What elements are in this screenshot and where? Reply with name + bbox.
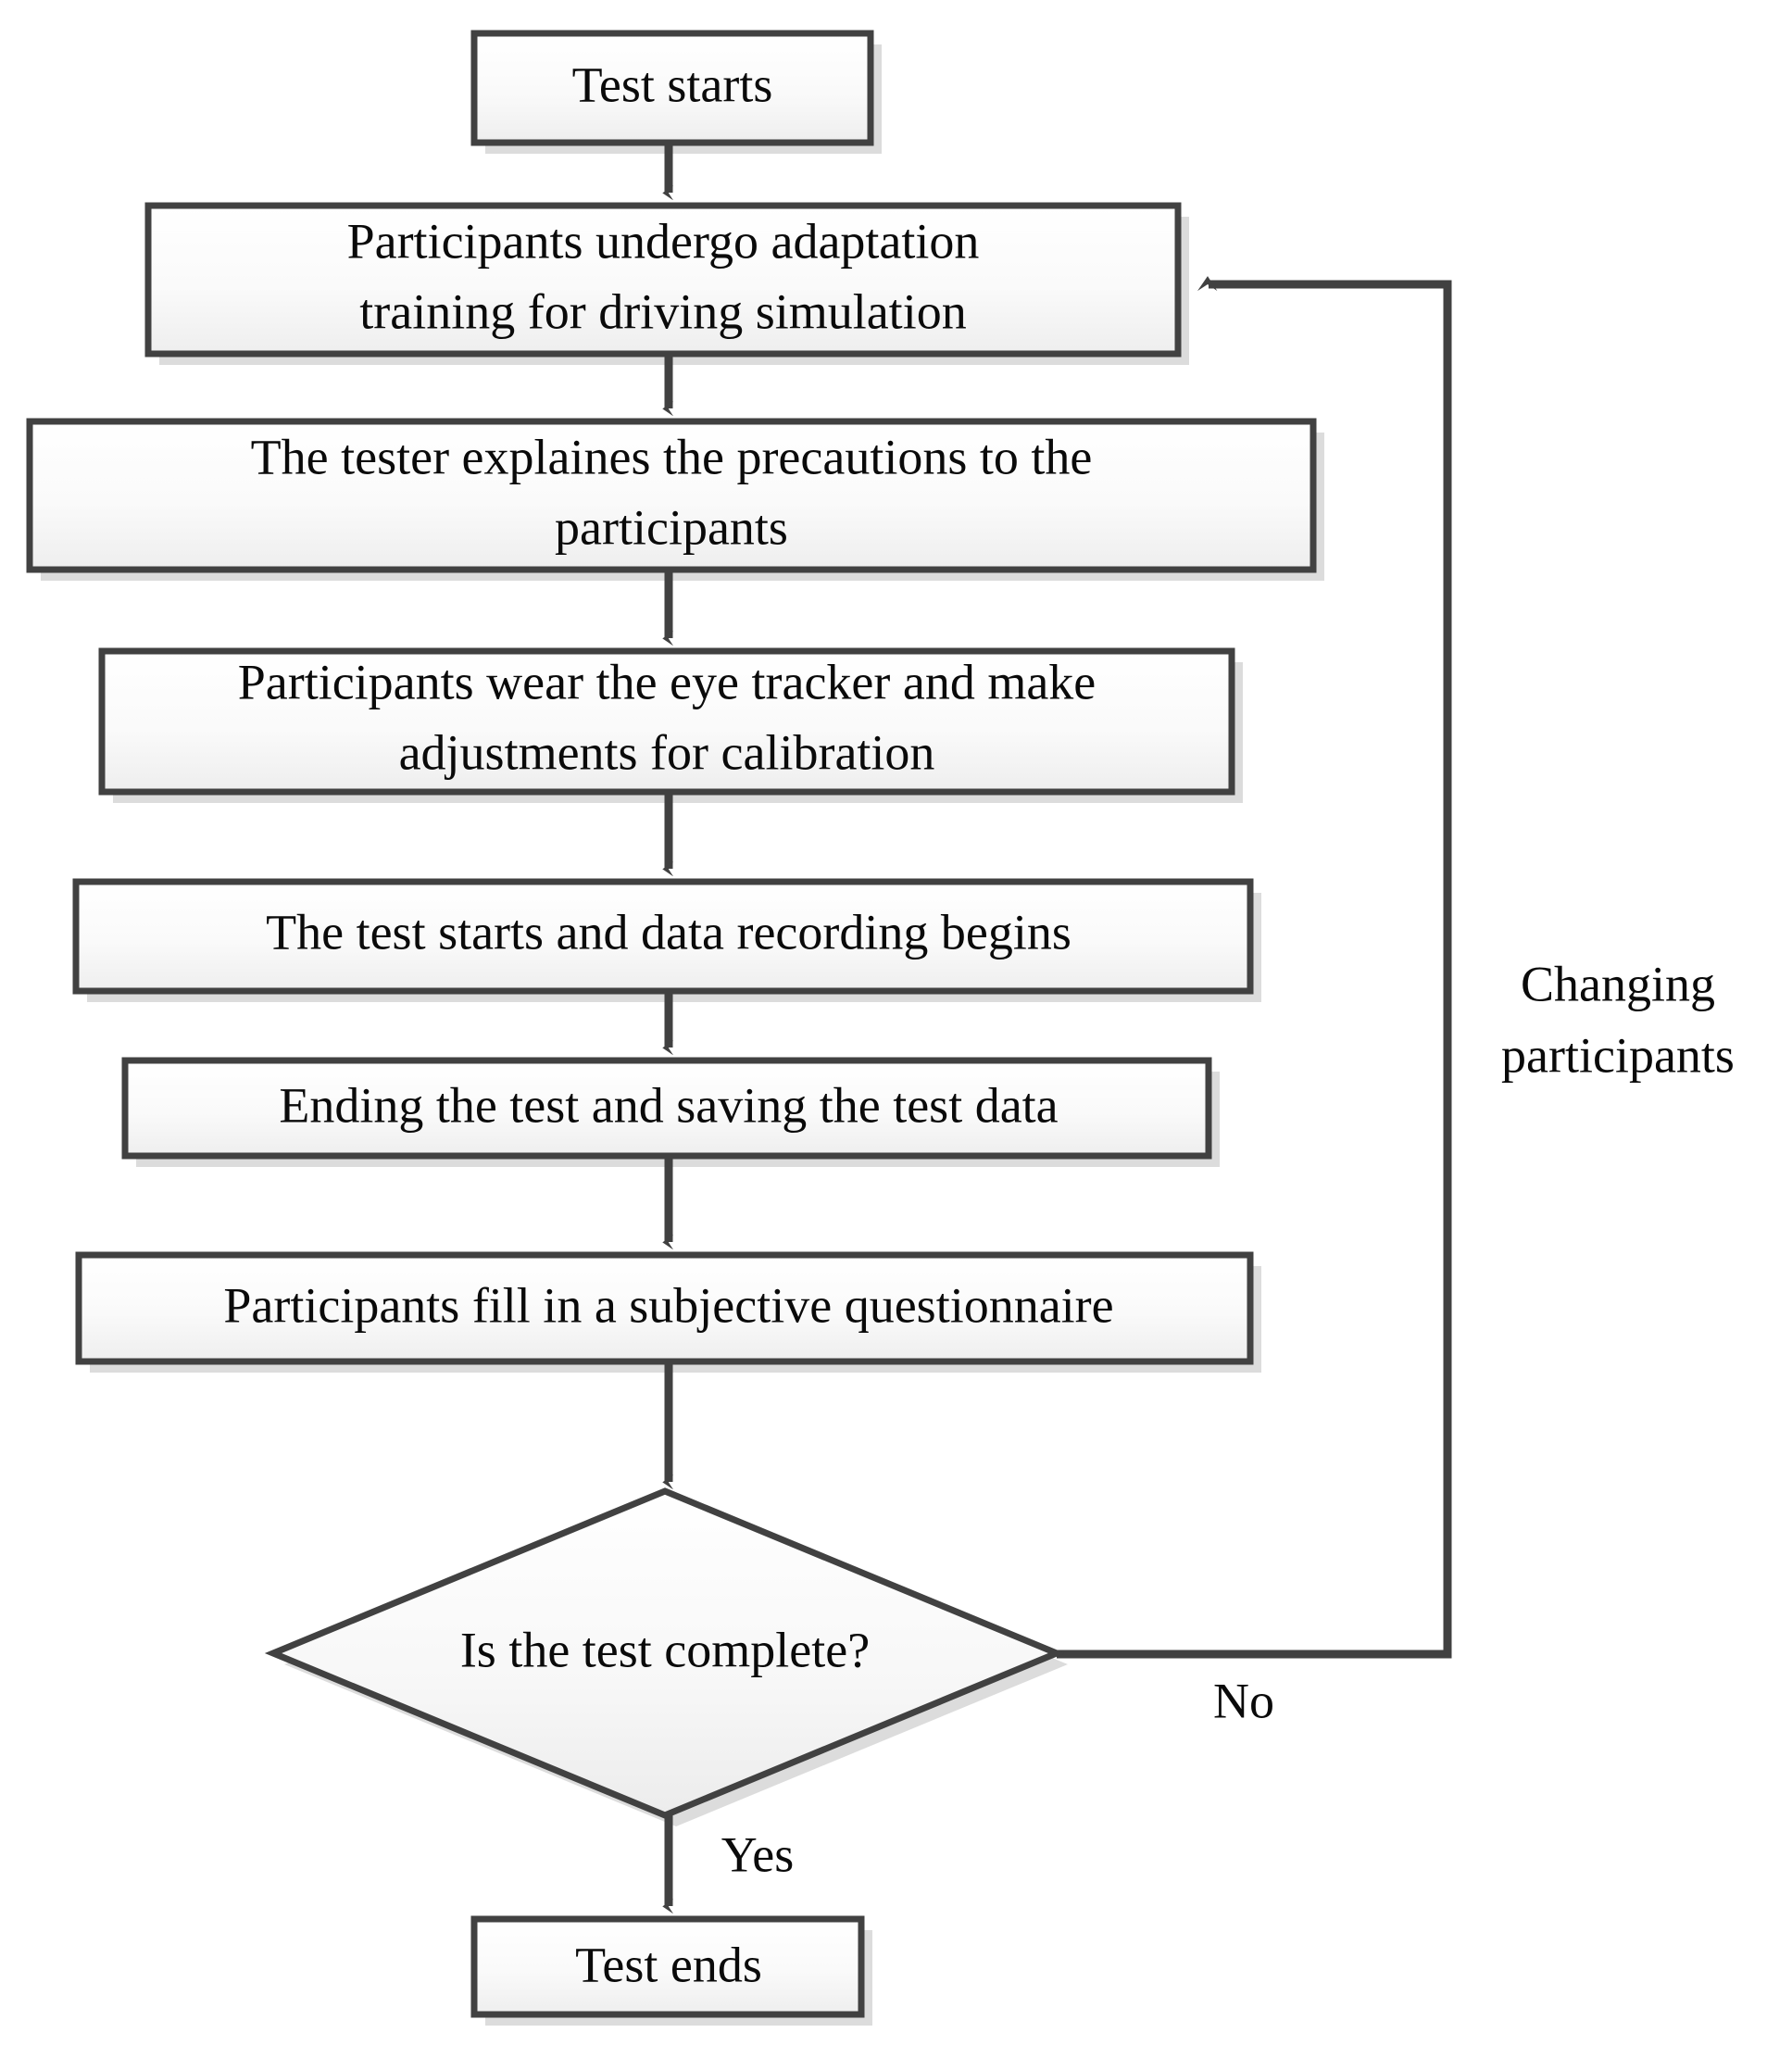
node-calibration-label-line1: Participants wear the eye tracker and ma… xyxy=(238,654,1097,709)
node-start-shape[interactable] xyxy=(470,30,874,146)
node-start-label: Test starts xyxy=(572,56,773,112)
node-labels: Test starts Participants undergo adaptat… xyxy=(223,56,1113,1992)
node-questionnaire-shape[interactable] xyxy=(75,1251,1254,1365)
edge-label-yes: Yes xyxy=(721,1826,795,1882)
node-adaptation-shape[interactable] xyxy=(144,202,1182,358)
node-end-shape[interactable] xyxy=(470,1915,865,2018)
node-precautions-label-line2: participants xyxy=(555,499,788,555)
node-shapes xyxy=(26,30,1317,2018)
edge-labels: Yes No Changing participants xyxy=(721,956,1735,1882)
node-questionnaire-label: Participants fill in a subjective questi… xyxy=(223,1277,1113,1333)
edge-label-changing-participants-line1: Changing xyxy=(1521,956,1715,1011)
node-saving-label: Ending the test and saving the test data xyxy=(279,1077,1058,1133)
node-precautions-label-line1: The tester explaines the precautions to … xyxy=(251,429,1093,484)
edge-decision-no-loop xyxy=(1057,276,1452,1659)
node-recording-label: The test starts and data recording begin… xyxy=(266,904,1071,960)
node-saving-shape[interactable] xyxy=(121,1057,1212,1160)
node-calibration-label-line2: adjustments for calibration xyxy=(399,724,935,780)
node-recording-shape[interactable] xyxy=(72,878,1254,995)
node-end-label: Test ends xyxy=(575,1937,762,1992)
connectors xyxy=(669,143,1452,1906)
node-decision-shape[interactable] xyxy=(264,1487,1066,1819)
node-adaptation-label-line2: training for driving simulation xyxy=(359,283,966,339)
edge-label-no: No xyxy=(1213,1673,1274,1728)
node-calibration-shape[interactable] xyxy=(98,647,1235,796)
node-adaptation-label-line1: Participants undergo adaptation xyxy=(347,213,980,269)
node-precautions-shape[interactable] xyxy=(26,418,1317,573)
node-decision-label: Is the test complete? xyxy=(460,1622,870,1677)
edge-label-changing-participants-line2: participants xyxy=(1501,1027,1735,1083)
